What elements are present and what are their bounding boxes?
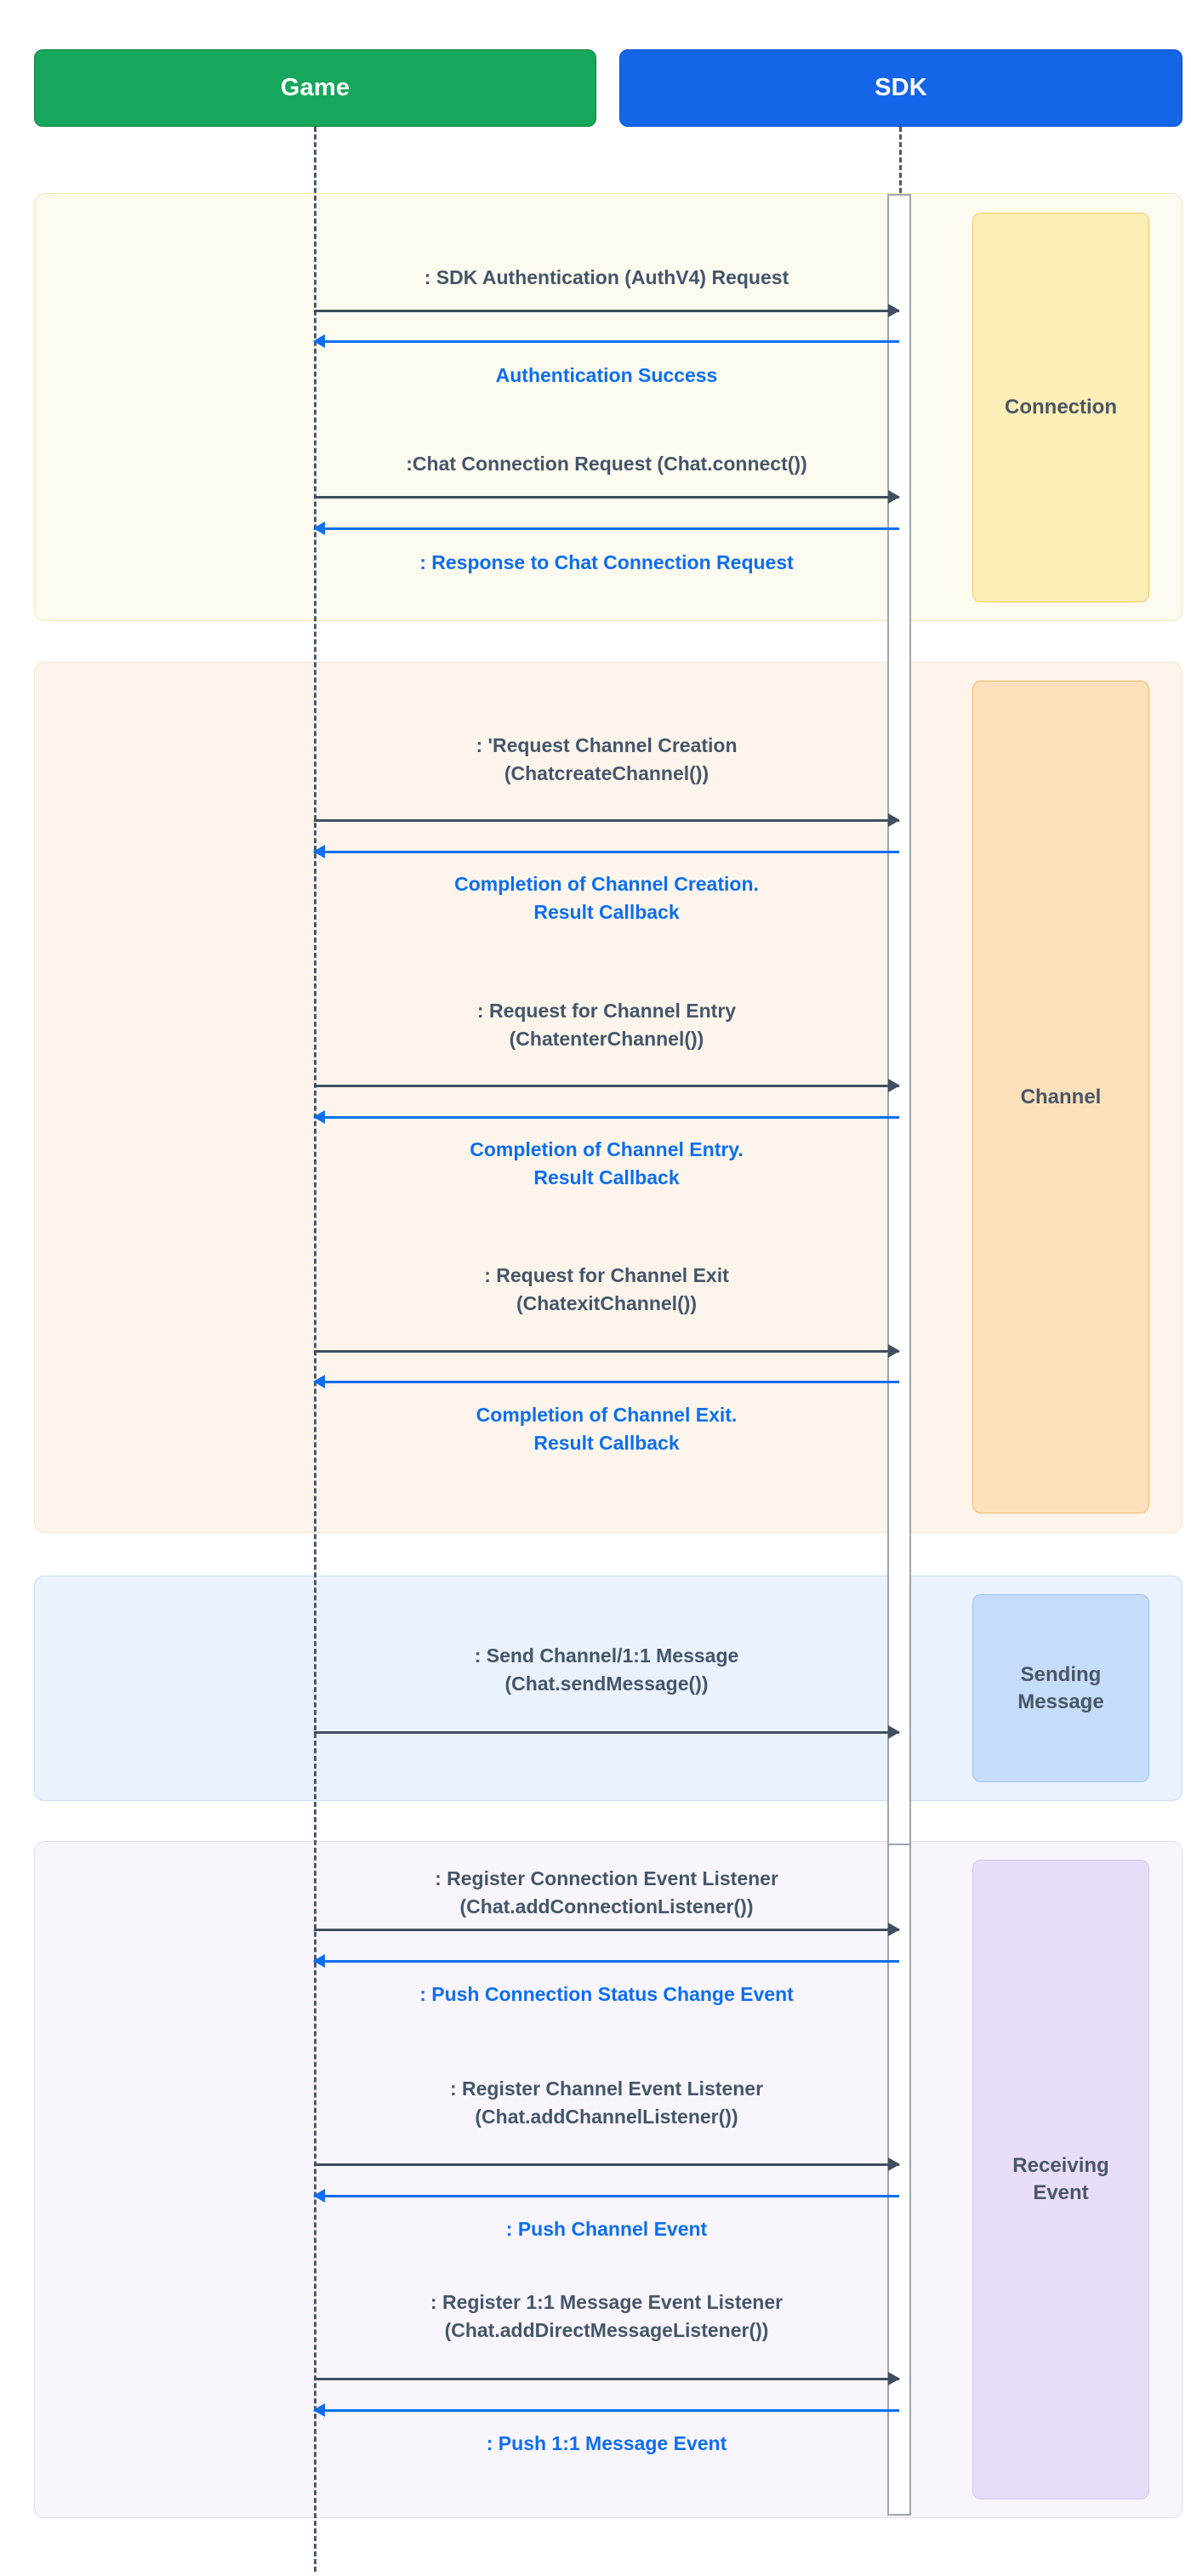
- group-label-text-connection: Connection: [1005, 396, 1117, 419]
- arrow-head-right-icon: [888, 304, 900, 317]
- message-label-push-direct-message-event: : Push 1:1 Message Event: [486, 2432, 727, 2454]
- group-label-text-sending-message: Sending Message: [1017, 1662, 1104, 1713]
- arrow-head-left-icon: [313, 1110, 325, 1124]
- arrow-head-right-icon: [888, 490, 900, 504]
- arrow-shaft: [314, 819, 899, 822]
- actor-label-sdk: SDK: [875, 74, 927, 101]
- arrow-head-right-icon: [888, 1344, 900, 1358]
- arrow-head-right-icon: [888, 1079, 900, 1092]
- group-label-sending-message: Sending Message: [972, 1594, 1149, 1782]
- group-label-text-receiving-event: Receiving Event: [1012, 2154, 1109, 2204]
- arrow-head-right-icon: [888, 1923, 900, 1936]
- arrow-head-right-icon: [888, 2372, 900, 2385]
- arrow-shaft: [314, 2378, 899, 2380]
- arrow-head-right-icon: [888, 1725, 900, 1739]
- arrow-shaft: [314, 1731, 899, 1734]
- arrow-head-left-icon: [313, 845, 325, 858]
- lifeline-game: [314, 127, 316, 2572]
- message-label-register-connection-listener: : Register Connection Event Listener (Ch…: [435, 1867, 778, 1918]
- message-label-push-connection-status: : Push Connection Status Change Event: [419, 1983, 794, 2005]
- arrow-head-right-icon: [888, 813, 900, 827]
- message-label-create-channel-callback: Completion of Channel Creation. Result C…: [454, 873, 759, 924]
- message-label-enter-channel-request: : Request for Channel Entry (ChatenterCh…: [476, 1000, 737, 1051]
- group-label-channel: Channel: [972, 681, 1149, 1513]
- message-label-auth-request: : SDK Authentication (AuthV4) Request: [424, 266, 789, 288]
- message-label-exit-channel-request: : Request for Channel Exit (ChatexitChan…: [484, 1264, 729, 1315]
- message-label-enter-channel-callback: Completion of Channel Entry. Result Call…: [470, 1138, 744, 1189]
- message-label-register-direct-message-listener: : Register 1:1 Message Event Listener (C…: [430, 2291, 784, 2342]
- group-label-receiving-event: Receiving Event: [972, 1860, 1149, 2499]
- message-label-create-channel-request: : 'Request Channel Creation (ChatcreateC…: [476, 734, 738, 785]
- group-label-text-channel: Channel: [1020, 1085, 1102, 1108]
- message-label-send-message-request: : Send Channel/1:1 Message (Chat.sendMes…: [474, 1644, 739, 1695]
- arrow-shaft: [314, 310, 899, 312]
- actor-box-sdk[interactable]: SDK: [619, 49, 1182, 127]
- arrow-head-right-icon: [888, 2157, 900, 2171]
- group-label-connection: Connection: [972, 213, 1149, 602]
- arrow-shaft: [314, 496, 899, 499]
- arrow-shaft: [314, 2409, 899, 2412]
- arrow-shaft: [314, 1960, 899, 1963]
- arrow-shaft: [314, 851, 899, 853]
- arrow-head-left-icon: [313, 1954, 325, 1968]
- arrow-head-left-icon: [313, 2403, 325, 2417]
- message-label-register-channel-listener: : Register Channel Event Listener (Chat.…: [449, 2077, 764, 2129]
- actor-label-game: Game: [280, 74, 350, 101]
- message-label-exit-channel-callback: Completion of Channel Exit. Result Callb…: [476, 1404, 738, 1455]
- arrow-shaft: [314, 1116, 899, 1119]
- arrow-head-left-icon: [313, 334, 325, 348]
- message-label-push-channel-event: : Push Channel Event: [505, 2218, 708, 2240]
- activation-bar-sdk-secondary: [887, 1844, 911, 2516]
- arrow-head-left-icon: [313, 1375, 325, 1388]
- arrow-shaft: [314, 2163, 899, 2166]
- arrow-shaft: [314, 340, 899, 343]
- actor-box-game[interactable]: Game: [34, 49, 596, 127]
- arrow-shaft: [314, 527, 899, 530]
- message-label-auth-success: Authentication Success: [495, 364, 718, 386]
- arrow-shaft: [314, 2195, 899, 2197]
- arrow-head-left-icon: [313, 521, 325, 535]
- arrow-shaft: [314, 1929, 899, 1931]
- arrow-head-left-icon: [313, 2189, 325, 2203]
- message-label-chat-connect-request: :Chat Connection Request (Chat.connect()…: [406, 453, 807, 475]
- message-label-chat-connect-response: : Response to Chat Connection Request: [419, 551, 794, 573]
- arrow-shaft: [314, 1085, 899, 1087]
- arrow-shaft: [314, 1381, 899, 1383]
- arrow-shaft: [314, 1350, 899, 1353]
